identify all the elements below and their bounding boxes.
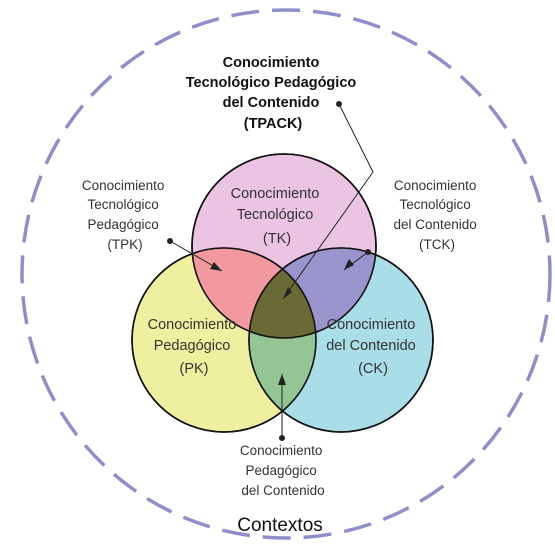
tpack-abbr: (TPACK): [244, 116, 303, 132]
pk-line-1: Conocimiento: [148, 317, 237, 333]
ck-label: Conocimiento del Contenido (CK): [326, 317, 420, 377]
tpk-line-3: Pedagógico: [87, 217, 158, 232]
tck-arrowhead: [344, 259, 354, 270]
tk-label: Conocimiento Tecnológico (TK): [231, 186, 324, 247]
pck-line-2: Pedagógico: [245, 463, 316, 478]
tk-line-1: Conocimiento: [231, 186, 320, 202]
tpack-connector: [282, 103, 374, 300]
tpack-arrowhead: [283, 287, 292, 299]
context-label: Contextos: [237, 515, 323, 536]
tck-line-2: Tecnológico: [399, 197, 470, 212]
tck-line-1: Conocimiento: [394, 178, 477, 193]
ck-line-1: Conocimiento: [327, 317, 416, 333]
tk-line-2: Tecnológico: [237, 207, 314, 223]
tck-abbr: (TCK): [419, 237, 455, 252]
tpk-line-2: Tecnológico: [87, 197, 158, 212]
tpk-abbr: (TPK): [107, 237, 142, 252]
tpack-line-2: Tecnológico Pedagógico: [186, 75, 357, 91]
pk-line-2: Pedagógico: [154, 338, 231, 354]
tpack-title: Conocimiento Tecnológico Pedagógico del …: [186, 55, 361, 132]
pck-line-1: Conocimiento: [240, 443, 323, 458]
tk-abbr: (TK): [263, 231, 291, 247]
pck-arrowhead: [278, 374, 286, 385]
tck-line-3: del Contenido: [393, 217, 476, 232]
tpack-line-1: Conocimiento: [223, 55, 320, 71]
pck-label: Conocimiento Pedagógico del Contenido: [240, 443, 326, 498]
pck-dot: [279, 435, 285, 441]
tpk-label: Conocimiento Tecnológico Pedagógico (TPK…: [82, 178, 168, 252]
pk-abbr: (PK): [180, 361, 209, 377]
pck-line-3: del Contenido: [241, 483, 324, 498]
tpk-line-1: Conocimiento: [82, 178, 165, 193]
tck-dot: [365, 249, 371, 255]
tpack-line-3: del Contenido: [223, 95, 320, 111]
ck-abbr: (CK): [358, 361, 388, 377]
tpk-arrowhead: [210, 262, 222, 271]
context-circle: [20, 8, 552, 540]
tpack-region: [249, 248, 316, 338]
tpack-dot: [336, 101, 342, 107]
ck-line-2: del Contenido: [326, 338, 416, 354]
tck-label: Conocimiento Tecnológico del Contenido (…: [393, 178, 480, 252]
pk-label: Conocimiento Pedagógico (PK): [148, 317, 241, 377]
tpk-dot: [167, 238, 173, 244]
